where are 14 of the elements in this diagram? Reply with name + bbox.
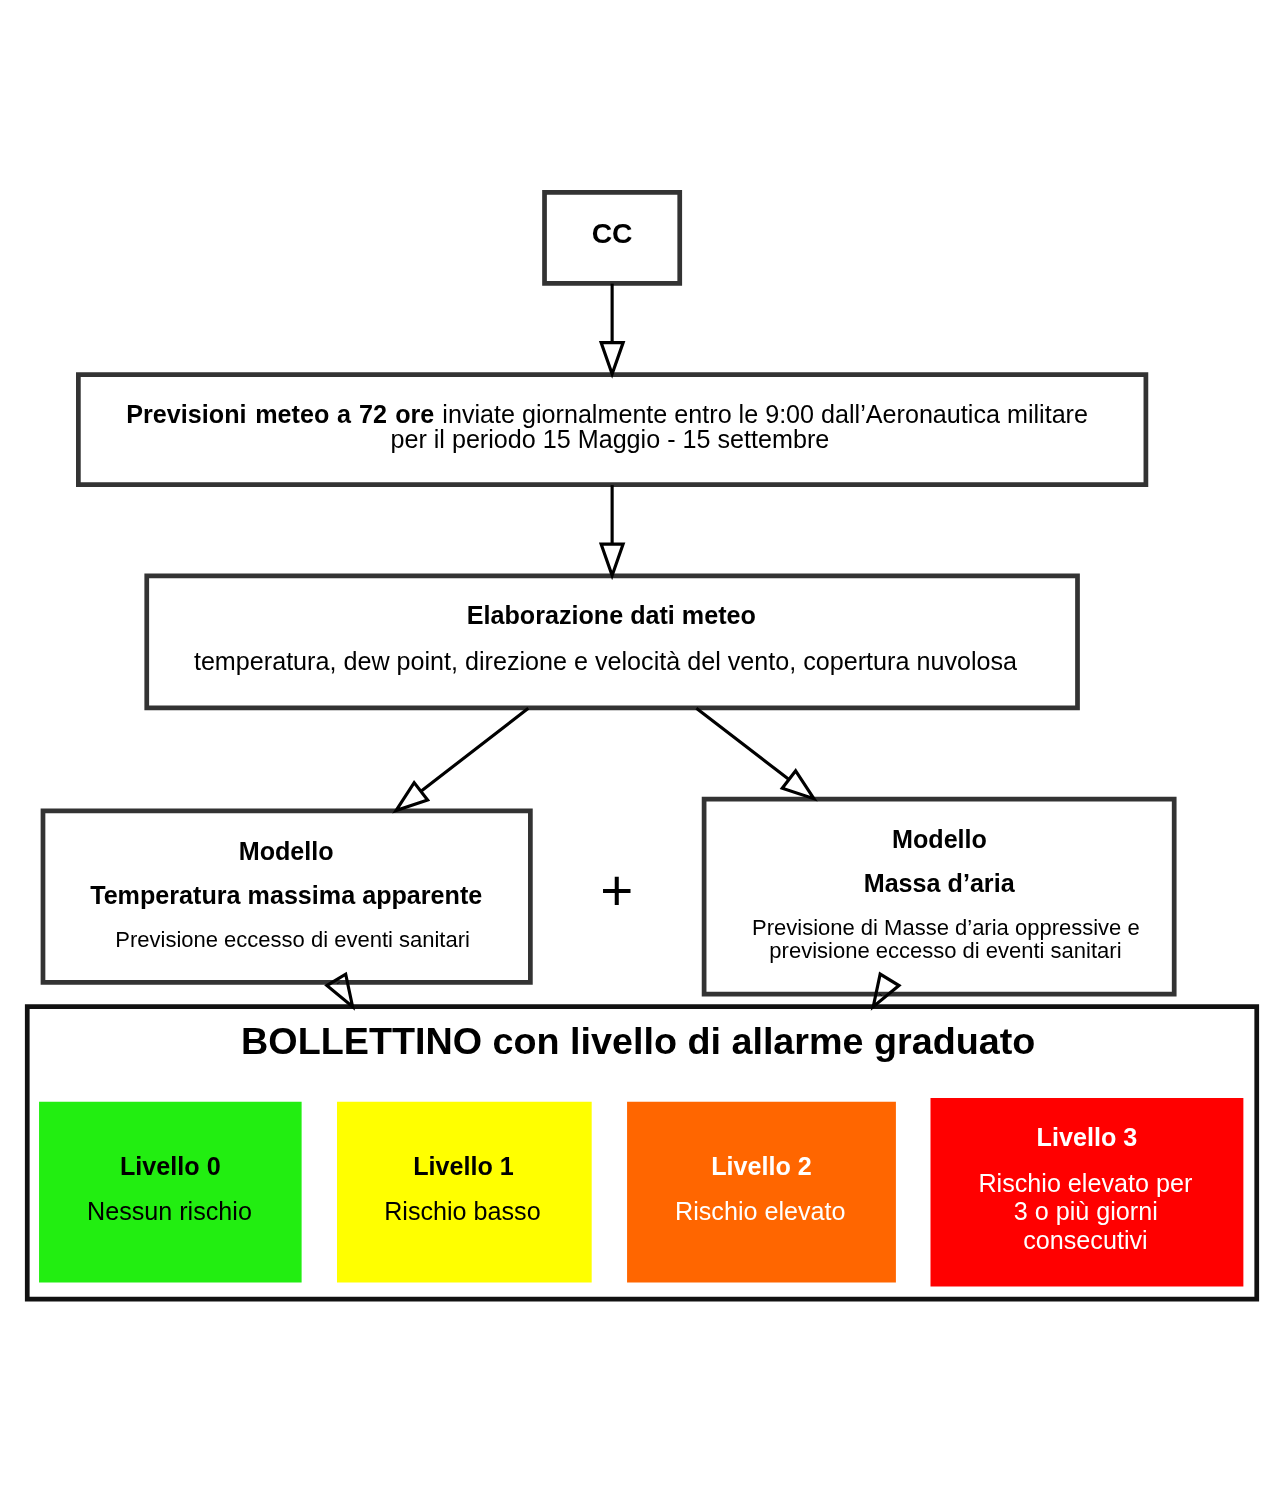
arrow: [695, 707, 818, 802]
node-box: Elaborazione dati meteo temperatura, dew point, direzione e velocità del vento, copertura nuvolosa: [144, 573, 1080, 711]
node-box: Livello 0 Nessun rischio: [39, 1101, 302, 1283]
arrow: [392, 707, 530, 814]
arrow: [870, 971, 902, 1011]
label: +: [600, 859, 634, 923]
arrow: [598, 283, 626, 379]
node-box: Livello 2 Rischio elevato: [627, 1101, 896, 1283]
node-box: Livello 1 Rischio basso: [337, 1101, 592, 1283]
arrow: [598, 485, 626, 581]
arrow: [324, 971, 356, 1011]
node-box: CC: [542, 189, 683, 286]
node-box: Previsioni meteo a 72 ore inviate giornalmente entro le 9:00 dall’Aeronautica militare per il periodo 15 Maggio - 15 settembre: [76, 372, 1149, 488]
node-box: Livello 3 Rischio elevato per 3 o più giorni consecutivi: [930, 1097, 1244, 1287]
